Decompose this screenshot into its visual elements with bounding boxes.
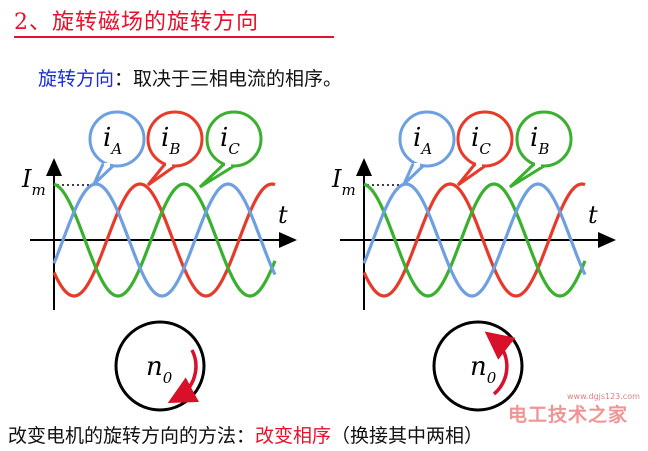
right-phase-diagram: Im t iA iC iB n0 bbox=[331, 110, 616, 412]
right-rotation-arrow-icon bbox=[484, 331, 516, 396]
left-bubble-ia: iA bbox=[88, 110, 146, 186]
subtitle-text: ：取决于三相电流的相序。 bbox=[114, 68, 343, 90]
subtitle-label: 旋转方向 bbox=[38, 68, 115, 90]
left-motor: n0 bbox=[114, 320, 206, 412]
right-time-label: t bbox=[588, 201, 598, 229]
svg-text:iB: iB bbox=[161, 123, 180, 158]
title-underline bbox=[14, 36, 334, 38]
bottom-prefix: 改变电机的旋转方向的方法： bbox=[8, 425, 256, 447]
watermark-logo-text: 电工技术之家 bbox=[508, 404, 629, 426]
right-bubble-ib: iB bbox=[508, 110, 573, 189]
bottom-suffix: （换接其中两相） bbox=[331, 425, 484, 447]
subtitle: 旋转方向：取决于三相电流的相序。 bbox=[38, 64, 342, 91]
right-amplitude-label: Im bbox=[331, 165, 356, 199]
svg-text:iA: iA bbox=[413, 123, 432, 158]
right-bubble-ia: iA bbox=[398, 110, 456, 186]
right-motor-speed-label: n0 bbox=[470, 352, 497, 387]
svg-text:iC: iC bbox=[471, 123, 491, 158]
svg-text:iC: iC bbox=[220, 123, 240, 158]
left-wave-ia bbox=[52, 182, 277, 298]
left-rotation-arrow-icon bbox=[167, 349, 200, 403]
right-wave-ic bbox=[362, 182, 586, 298]
left-wave-ib bbox=[52, 182, 276, 298]
left-phase-diagram: Im t iA iB iC n0 bbox=[21, 110, 297, 412]
svg-text:iB: iB bbox=[530, 123, 549, 158]
watermark-url: www.dgjs123.com bbox=[567, 392, 640, 401]
left-amplitude-label: Im bbox=[21, 165, 46, 199]
right-wave-ia bbox=[362, 182, 587, 298]
left-bubble-ib: iB bbox=[146, 110, 204, 187]
bottom-highlight: 改变相序 bbox=[255, 425, 332, 447]
left-motor-speed-label: n0 bbox=[146, 352, 173, 387]
right-bubble-ic: iC bbox=[456, 110, 514, 187]
bottom-statement: 改变电机的旋转方向的方法：改变相序（换接其中两相） bbox=[8, 421, 483, 448]
right-motor: n0 bbox=[432, 320, 524, 412]
slide-title: 2、旋转磁场的旋转方向 bbox=[14, 10, 259, 35]
right-wave-ib bbox=[363, 182, 587, 298]
left-time-label: t bbox=[278, 201, 288, 229]
left-wave-ic bbox=[53, 182, 277, 298]
left-bubble-ic: iC bbox=[198, 110, 263, 189]
svg-text:iA: iA bbox=[103, 123, 122, 158]
